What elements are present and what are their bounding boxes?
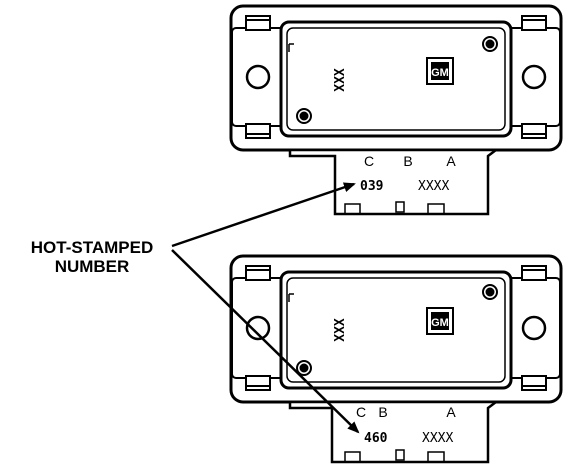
sensor-top: GM [229,4,563,216]
sensor-panel [279,270,513,390]
gm-logo-icon: GM [426,57,454,85]
gm-logo-text: GM [431,67,449,79]
screw-icon [296,108,312,124]
connector-key [395,449,405,461]
connector-key [395,201,405,213]
hot-stamped-number: 039 [360,179,383,194]
sensor-body-code: XXX [333,318,348,342]
mounting-ear-left [231,15,285,139]
pin-label-b: B [378,404,387,420]
screw-icon [482,284,498,300]
connector-block [288,149,497,216]
screw-icon [482,36,498,52]
gm-logo-text: GM [431,317,449,329]
pin-label-a: A [446,404,456,420]
pin-label-b: B [403,153,412,169]
hot-stamped-number: 460 [364,431,388,446]
stamped-suffix: XXXX [422,431,453,446]
connector-block [288,401,497,464]
sensor-bottom: GM [229,254,563,464]
mounting-ear-left [231,265,285,391]
screw-icon [296,360,312,376]
sensor-body-code: XXX [333,68,348,92]
pin-label-c: C [356,404,366,420]
pin-label-c: C [364,153,374,169]
stamped-suffix: XXXX [418,179,449,194]
gm-logo-icon: GM [426,307,454,335]
callout-label-line1: HOT-STAMPED [31,238,153,257]
callout-label-line2: NUMBER [55,257,130,276]
pin-label-a: A [446,153,456,169]
leader-arrow-bottom [171,249,360,434]
sensor-panel [279,20,513,138]
mounting-ear-right [507,15,561,139]
mounting-ear-right [507,265,561,391]
leader-arrow-top [171,182,356,248]
